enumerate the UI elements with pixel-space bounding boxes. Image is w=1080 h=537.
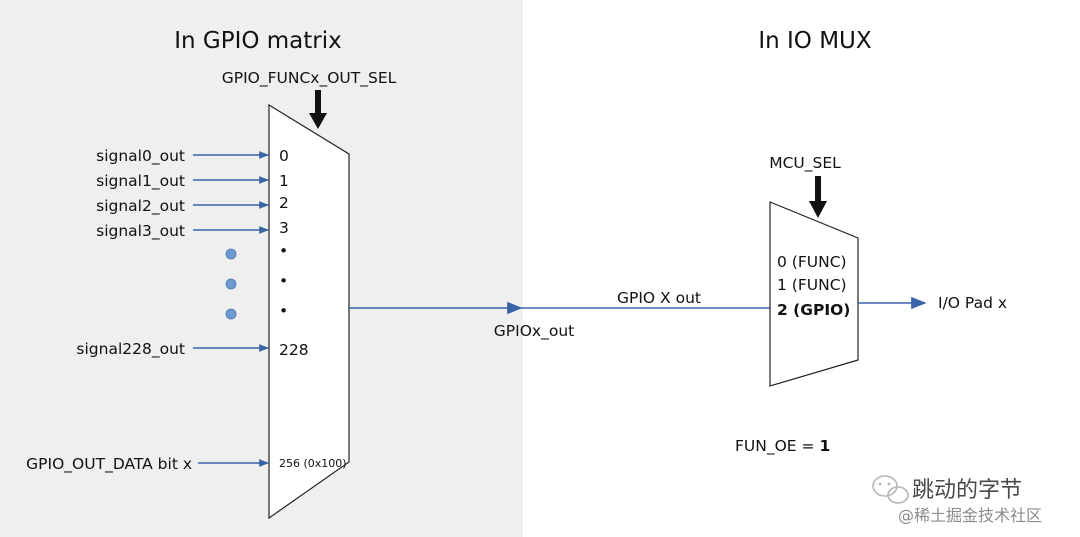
port-ellipsis-mark: • bbox=[279, 302, 288, 320]
fun-oe-label: FUN_OE = 1 bbox=[735, 437, 830, 456]
port-number-256: 256 (0x100) bbox=[279, 457, 347, 470]
gpio-sel-arrow-head bbox=[309, 113, 327, 129]
watermark-line1: 跳动的字节 bbox=[912, 478, 1022, 503]
gpiox-out-label: GPIOx_out bbox=[494, 322, 574, 341]
mcu-sel-arrow-head bbox=[809, 201, 827, 218]
port-number-0: 0 bbox=[279, 147, 289, 165]
wechat-icon bbox=[872, 475, 909, 504]
watermark: 跳动的字节 @稀土掘金技术社区 bbox=[872, 475, 1042, 525]
mcu-sel-arrow-shaft bbox=[815, 176, 821, 202]
port-number-1: 1 bbox=[279, 172, 289, 190]
io-mux bbox=[769, 201, 859, 387]
gpio-matrix-title: In GPIO matrix bbox=[174, 28, 342, 54]
io-mux-title: In IO MUX bbox=[758, 28, 872, 54]
input-label-signal0: signal0_out bbox=[96, 147, 185, 166]
input-label-signal1: signal1_out bbox=[96, 172, 185, 191]
input-label-signal228: signal228_out bbox=[76, 340, 185, 359]
gpio-sel-arrow-shaft bbox=[315, 90, 321, 114]
mcu-sel-label: MCU_SEL bbox=[769, 154, 841, 173]
port-number-228: 228 bbox=[279, 341, 309, 359]
io-pad-label: I/O Pad x bbox=[938, 294, 1007, 312]
watermark-line2: @稀土掘金技术社区 bbox=[898, 506, 1042, 525]
gpio-x-out-label: GPIO X out bbox=[617, 289, 701, 307]
port-number-3: 3 bbox=[279, 219, 289, 237]
fun-oe-value: 1 bbox=[819, 437, 830, 455]
port-ellipsis-mark: • bbox=[279, 242, 288, 260]
io-mux-port-1: 1 (FUNC) bbox=[777, 276, 847, 294]
gpio-func-out-sel-label: GPIO_FUNCx_OUT_SEL bbox=[222, 69, 397, 88]
ellipsis-dot bbox=[225, 248, 237, 260]
port-ellipsis-mark: • bbox=[279, 272, 288, 290]
port-number-2: 2 bbox=[279, 194, 289, 212]
io-mux-port-2: 2 (GPIO) bbox=[777, 301, 850, 319]
input-label-signal3: signal3_out bbox=[96, 222, 185, 241]
fun-oe-text: FUN_OE = bbox=[735, 437, 819, 456]
gpio-matrix-region bbox=[0, 0, 523, 537]
ellipsis-dot bbox=[225, 278, 237, 290]
ellipsis-dot bbox=[225, 308, 237, 320]
input-label-gpio-out-data: GPIO_OUT_DATA bit x bbox=[26, 455, 192, 474]
gpio-matrix-mux bbox=[268, 103, 350, 520]
io-mux-port-0: 0 (FUNC) bbox=[777, 253, 847, 271]
input-label-signal2: signal2_out bbox=[96, 197, 185, 216]
